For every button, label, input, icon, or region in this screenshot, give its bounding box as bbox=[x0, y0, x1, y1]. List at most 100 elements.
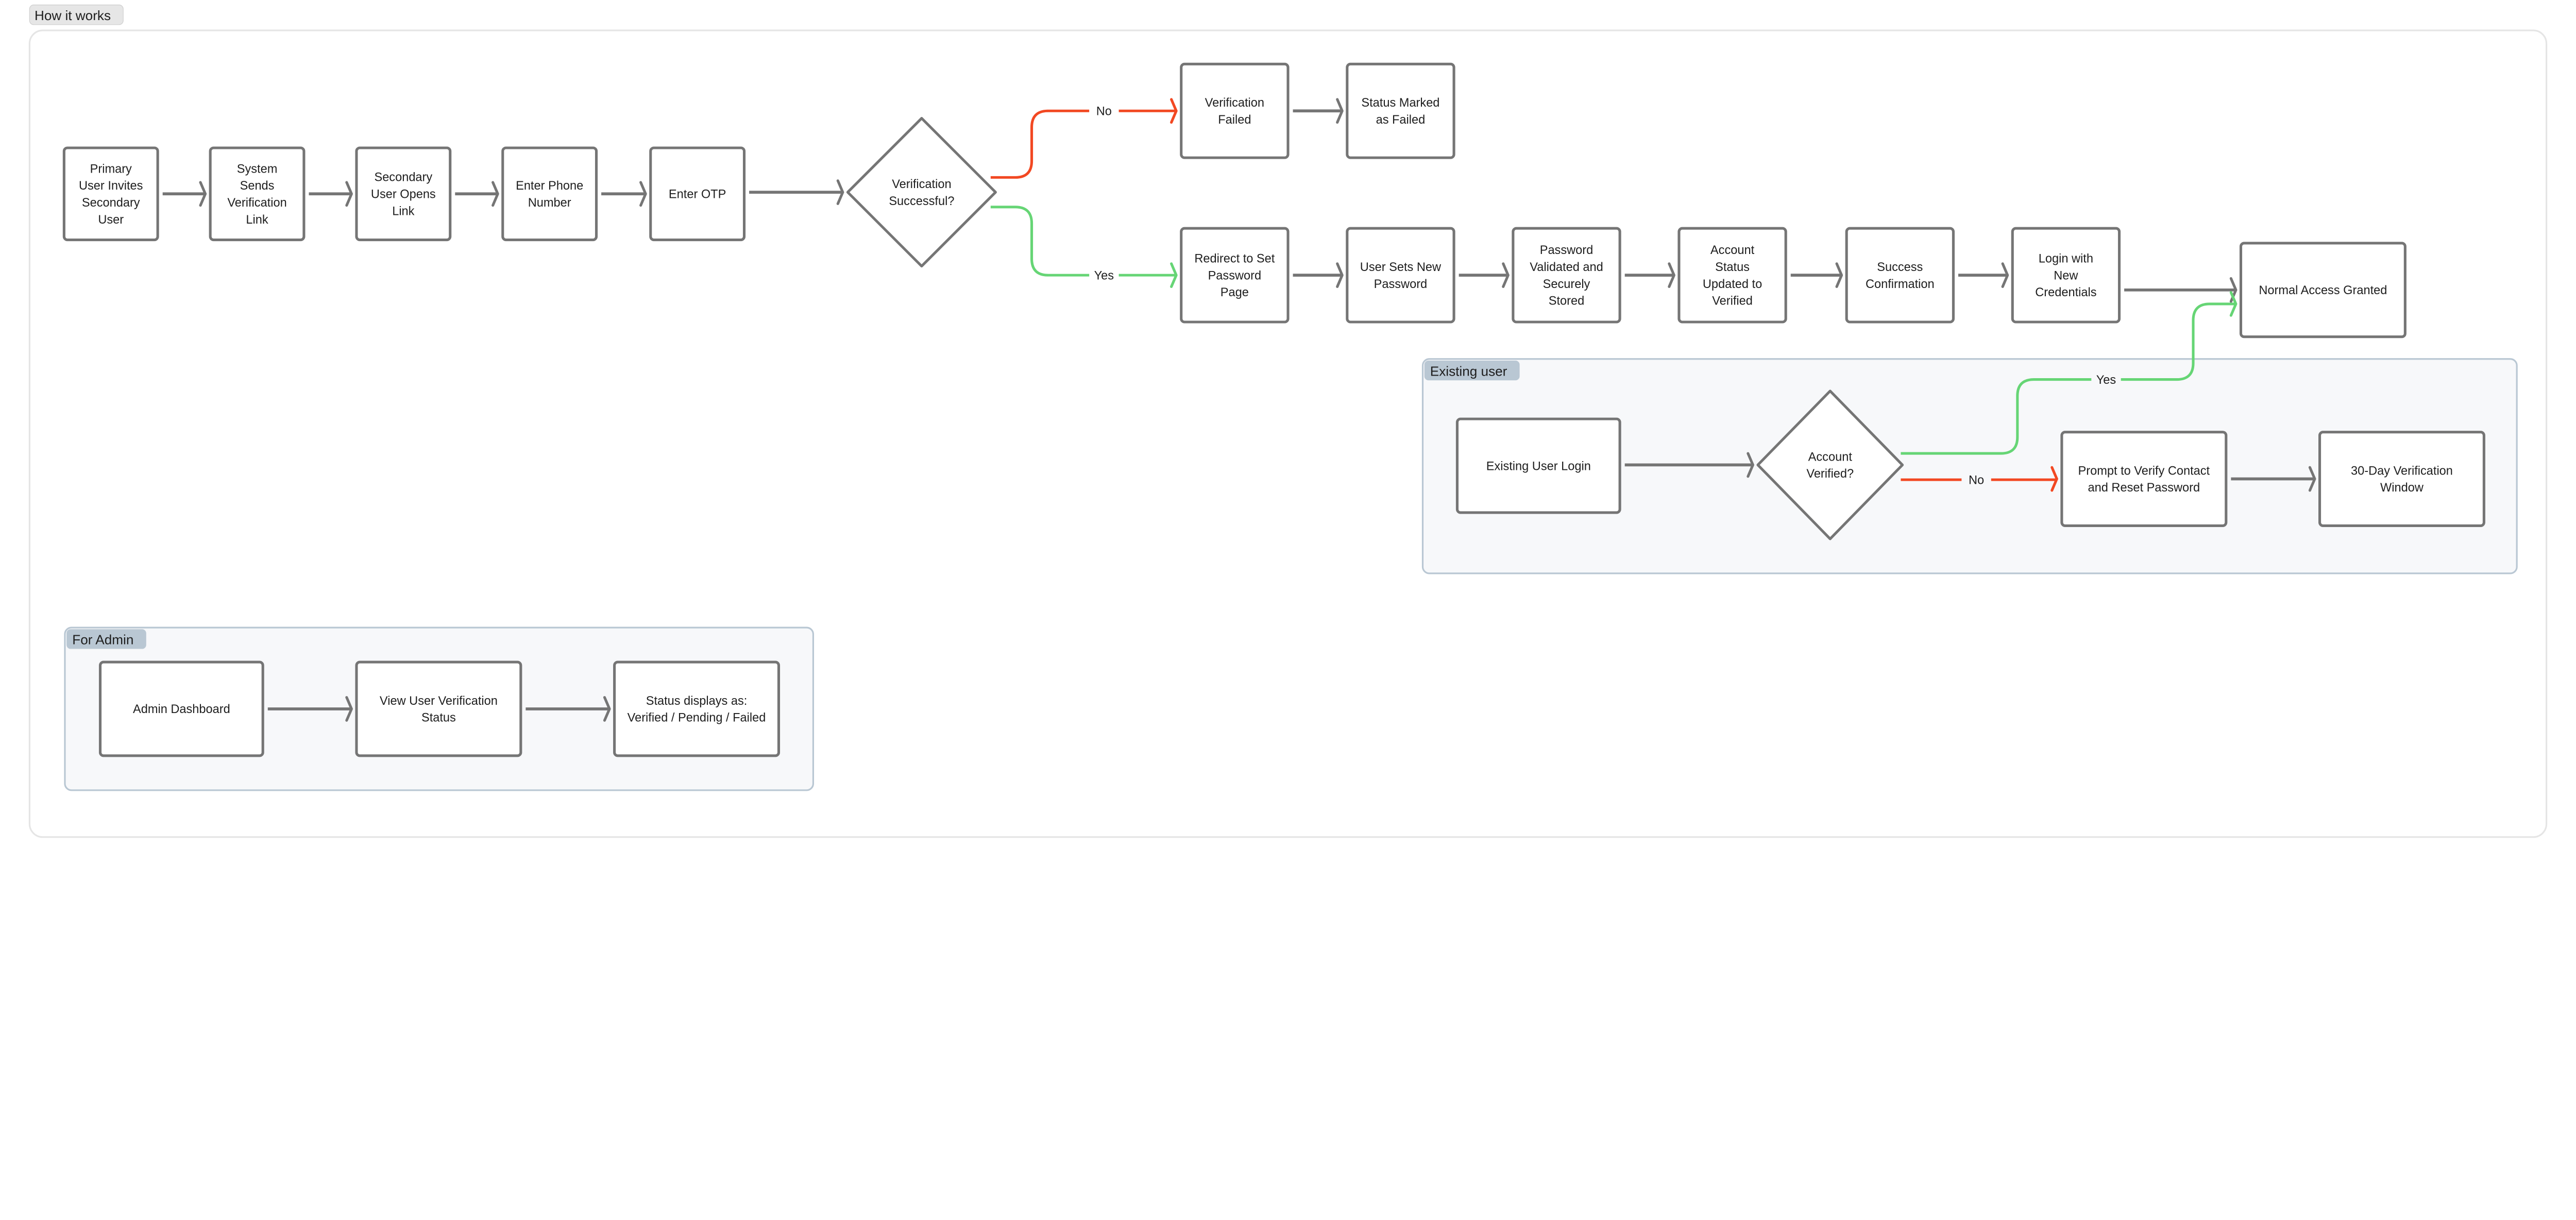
node-label: User Invites bbox=[79, 179, 143, 192]
step-e1[interactable]: Existing User Login bbox=[1455, 417, 1621, 514]
arrowhead-icon bbox=[603, 696, 611, 722]
node-label: Failed bbox=[1218, 113, 1251, 126]
group-tag bbox=[1424, 360, 1520, 381]
node-label: Password bbox=[1540, 243, 1594, 257]
arrowhead-icon bbox=[639, 181, 647, 207]
node-label: Window bbox=[2380, 481, 2424, 494]
node-label: Secondary bbox=[374, 171, 432, 184]
edge-label: No bbox=[1096, 105, 1112, 118]
edge-s2-s3 bbox=[1459, 262, 1510, 288]
node-label: Link bbox=[246, 213, 268, 226]
node-label: Credentials bbox=[2035, 285, 2096, 299]
arrowhead-icon bbox=[345, 696, 353, 722]
node-label: Login with bbox=[2039, 252, 2093, 265]
node-label: Existing User Login bbox=[1486, 459, 1591, 472]
arrowhead-icon bbox=[1170, 262, 1178, 288]
node-label: Password bbox=[1208, 268, 1262, 282]
node-label: as Failed bbox=[1376, 113, 1426, 126]
node-label: User Sets New bbox=[1360, 260, 1442, 274]
node-label: Primary bbox=[90, 162, 132, 175]
node-label: Password bbox=[1374, 277, 1428, 291]
edge-n1-n2 bbox=[162, 181, 207, 207]
arrowhead-icon bbox=[2308, 466, 2316, 492]
edge-label: Yes bbox=[1094, 268, 1114, 282]
node-label: System bbox=[237, 162, 278, 175]
node-label: Success bbox=[1877, 260, 1923, 274]
edge-a2-a3 bbox=[526, 696, 611, 722]
node-label: Confirmation bbox=[1866, 277, 1935, 291]
edge-f1-f2 bbox=[1293, 98, 1344, 124]
edge-d2-s7: Yes bbox=[1901, 291, 2238, 455]
node-label: User bbox=[98, 213, 124, 226]
arrowhead-icon bbox=[199, 181, 207, 207]
arrowhead-icon bbox=[345, 181, 353, 207]
edge-d2-e2: No bbox=[1901, 466, 2058, 492]
node-label: Enter Phone bbox=[516, 179, 583, 192]
arrowhead-icon bbox=[1170, 98, 1178, 124]
edge-e2-e3 bbox=[2231, 466, 2316, 492]
node-label: Admin Dashboard bbox=[133, 702, 230, 716]
node-label: Status bbox=[1715, 260, 1750, 274]
arrowhead-icon bbox=[1336, 262, 1344, 288]
node-label: Verification bbox=[892, 177, 951, 191]
edge-s1-s2 bbox=[1293, 262, 1344, 288]
node-label: Sends bbox=[240, 179, 275, 192]
node-label: Stored bbox=[1549, 294, 1584, 308]
step-a3[interactable]: Status displays as:Verified / Pending / … bbox=[613, 660, 781, 757]
node-label: Account bbox=[1710, 243, 1755, 257]
step-s7[interactable]: Normal Access Granted bbox=[2239, 242, 2406, 338]
node-label: Verification bbox=[1205, 96, 1264, 109]
arrowhead-icon bbox=[1747, 452, 1754, 478]
arrowhead-icon bbox=[2229, 291, 2238, 317]
edge-n3-n4 bbox=[455, 181, 499, 207]
arrowhead-icon bbox=[1668, 262, 1675, 288]
edge-n2-n3 bbox=[309, 181, 353, 207]
node-label: Number bbox=[528, 196, 571, 209]
node-label: View User Verification bbox=[380, 694, 498, 707]
step-a1[interactable]: Admin Dashboard bbox=[98, 660, 264, 757]
node-label: 30-Day Verification bbox=[2351, 464, 2453, 477]
edge-s4-s5 bbox=[1790, 262, 1843, 288]
group-tag bbox=[66, 629, 146, 649]
node-label: Redirect to Set bbox=[1194, 252, 1275, 265]
node-label: Status Marked bbox=[1361, 96, 1439, 109]
node-label: Verified bbox=[1712, 294, 1753, 308]
arrowhead-icon bbox=[1835, 262, 1843, 288]
step-f2[interactable]: Status Marked as Failed bbox=[1346, 62, 1455, 159]
node-label: Normal Access Granted bbox=[2259, 283, 2387, 297]
node-label: Enter OTP bbox=[669, 188, 726, 201]
node-label: Verification bbox=[227, 196, 286, 209]
edge-d1-f1: No bbox=[990, 98, 1178, 179]
group-title: For Admin bbox=[72, 632, 133, 648]
edge-d1-s1: Yes bbox=[990, 206, 1178, 288]
arrowhead-icon bbox=[2050, 466, 2058, 492]
step-n5[interactable]: Enter OTP bbox=[649, 146, 746, 242]
node-label: Securely bbox=[1543, 277, 1590, 291]
edge-n4-n5 bbox=[601, 181, 647, 207]
edge-label: Yes bbox=[2096, 373, 2116, 386]
frame-title-tag bbox=[29, 4, 124, 25]
node-label: Validated and bbox=[1530, 260, 1603, 274]
arrowhead-icon bbox=[1336, 98, 1344, 124]
node-label: New bbox=[2054, 268, 2078, 282]
edge-n5-d1 bbox=[749, 179, 844, 205]
frame-title: How it works bbox=[35, 8, 111, 23]
node-label: Status displays as: bbox=[646, 694, 748, 707]
